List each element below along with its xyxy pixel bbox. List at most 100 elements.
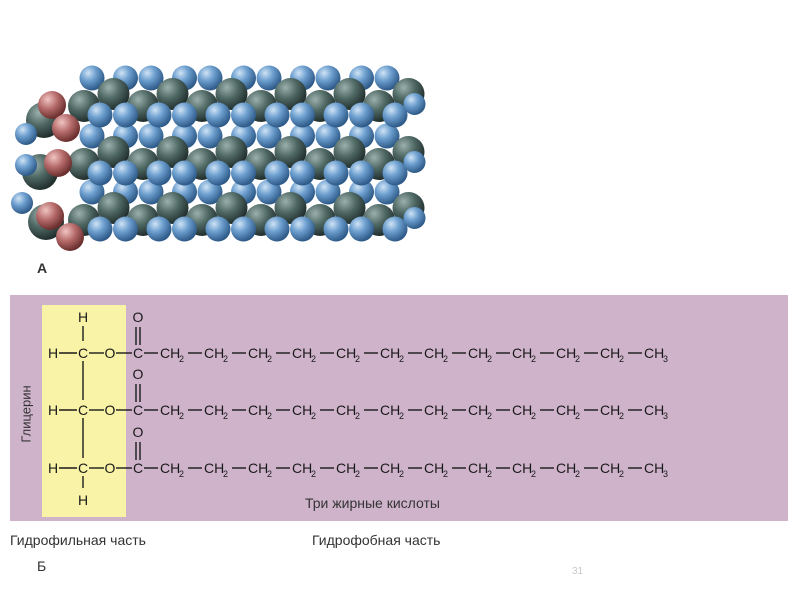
hydrogen-atom [146, 102, 172, 128]
oxygen-atom [56, 223, 84, 251]
chain-group: CH [424, 402, 444, 418]
chain-group: CH [512, 402, 532, 418]
carbon-atom [156, 192, 189, 224]
hydrogen-atom [256, 179, 282, 205]
chain-group: CH [468, 402, 488, 418]
chain-group: CH [336, 460, 356, 476]
space-filling-model [11, 65, 426, 251]
figure-a-label: А [37, 260, 48, 276]
hydrogen-atom [349, 216, 374, 242]
chain-group: CH [556, 345, 576, 361]
chain-group: CH [468, 345, 488, 361]
oxygen-atom [44, 149, 72, 177]
hydrogen-atom [205, 102, 231, 128]
carbon-atom [215, 192, 248, 224]
hydrogen-atom [197, 65, 223, 91]
ester-oxygen: O [105, 460, 116, 476]
subscript: 2 [355, 354, 360, 364]
chain-group: CH [292, 345, 312, 361]
oxygen-atom [52, 114, 80, 142]
hydrogen-atom [403, 207, 426, 229]
subscript: 2 [487, 354, 492, 364]
carbon-atom [274, 136, 307, 168]
chain-group: CH [556, 460, 576, 476]
hydrogen-atom [403, 151, 426, 173]
hydrogen-atom [374, 123, 400, 149]
hydrogen-atom [290, 216, 315, 242]
carbon-atom [156, 78, 189, 110]
chain-group: CH [380, 345, 400, 361]
subscript: 2 [355, 469, 360, 479]
carbon-atom [333, 78, 366, 110]
hydrogen-atom [146, 160, 172, 186]
subscript: 2 [443, 411, 448, 421]
figure-b-label: Б [37, 558, 47, 574]
hydrogen-atom [290, 160, 315, 186]
carbonyl-carbon: C [133, 402, 143, 418]
subscript: 2 [531, 469, 536, 479]
carbon-atom [333, 192, 366, 224]
hydrogen-atom [197, 179, 223, 205]
hydrogen-atom [231, 160, 256, 186]
carbon-atom [274, 192, 307, 224]
subscript: 2 [311, 354, 316, 364]
subscript: 2 [443, 469, 448, 479]
hydrogen-atom [87, 160, 113, 186]
chain-group: CH [644, 345, 664, 361]
carbon-atom [274, 78, 307, 110]
subscript: 2 [311, 411, 316, 421]
carbonyl-oxygen: O [133, 366, 144, 382]
subscript: 3 [663, 354, 668, 364]
hydrogen-atom [323, 216, 349, 242]
subscript: 2 [267, 354, 272, 364]
hydrogen-atom [374, 179, 400, 205]
subscript: 3 [663, 469, 668, 479]
subscript: 2 [531, 411, 536, 421]
hydrogen-atom [87, 216, 113, 242]
hydrogen-atom [15, 154, 37, 176]
chain-group: CH [204, 345, 224, 361]
hydrogen-atom [79, 123, 105, 149]
chain-group: CH [292, 460, 312, 476]
subscript: 2 [487, 469, 492, 479]
chain-group: CH [248, 345, 268, 361]
subscript: 2 [575, 411, 580, 421]
chain-group: CH [204, 402, 224, 418]
hydrogen-atom [264, 160, 290, 186]
chain-group: CH [380, 460, 400, 476]
subscript: 2 [399, 354, 404, 364]
glycerol-carbon: C [78, 460, 88, 476]
chain-group: CH [644, 402, 664, 418]
hydrogen-atom [87, 102, 113, 128]
bottom-hydrogen: H [78, 492, 88, 508]
chain-group: CH [248, 402, 268, 418]
glycerol-carbon: C [78, 402, 88, 418]
subscript: 2 [179, 411, 184, 421]
hydrogen-atom [79, 65, 105, 91]
hydrogen-atom [349, 102, 374, 128]
hydrogen-atom [315, 179, 341, 205]
hydrogen-atom [382, 160, 408, 186]
hydrogen-atom [264, 216, 290, 242]
subscript: 2 [223, 411, 228, 421]
subscript: 2 [311, 469, 316, 479]
carbon-atom [333, 136, 366, 168]
chain-group: CH [380, 402, 400, 418]
subscript: 2 [399, 411, 404, 421]
chain-group: CH [292, 402, 312, 418]
chain-group: CH [204, 460, 224, 476]
hydrophilic-label: Гидрофильная часть [10, 532, 146, 548]
chain-group: CH [248, 460, 268, 476]
fatty-acids-label: Три жирные кислоты [305, 495, 440, 511]
chain-group: CH [600, 402, 620, 418]
glycerol-hydrogen: H [48, 460, 58, 476]
chain-group: CH [512, 460, 532, 476]
carbonyl-carbon: C [133, 345, 143, 361]
hydrogen-atom [349, 160, 374, 186]
hydrogen-atom [172, 160, 197, 186]
chain-group: CH [336, 402, 356, 418]
hydrogen-atom [315, 65, 341, 91]
hydrogen-atom [231, 216, 256, 242]
hydrogen-atom [113, 216, 138, 242]
chain-group: CH [424, 345, 444, 361]
